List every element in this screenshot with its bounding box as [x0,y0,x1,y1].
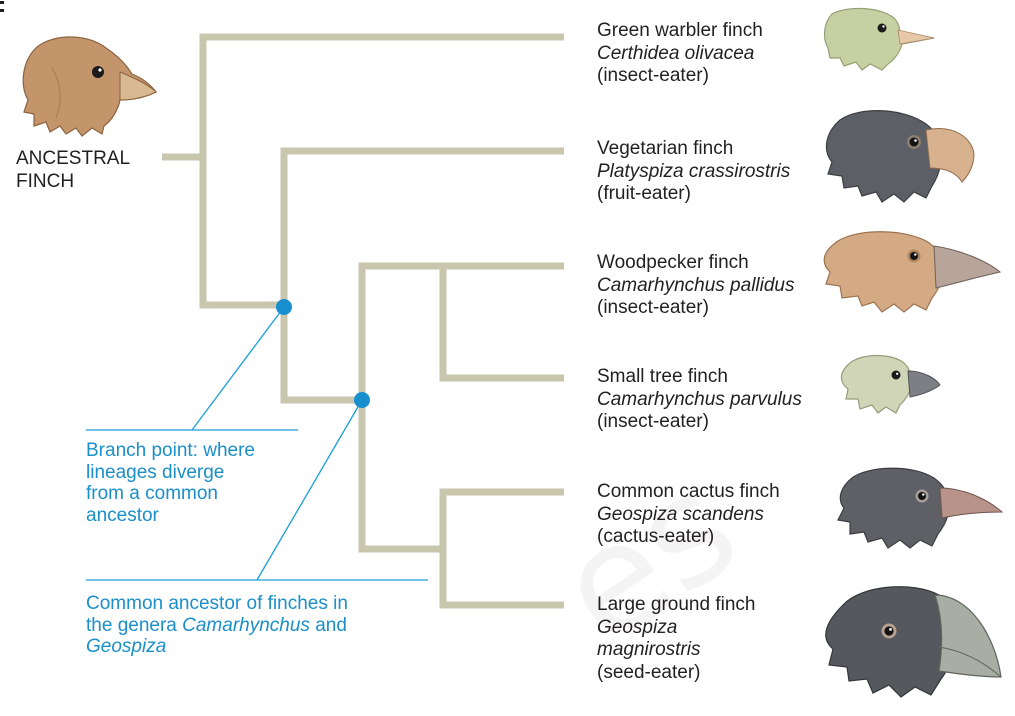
branch-point-annotation: Branch point: where lineages diverge fro… [86,440,255,526]
scientific-name: Camarhynchus parvulus [597,389,802,412]
common-name: Vegetarian finch [597,138,790,161]
clade-camarhynchus [443,266,564,378]
taxon-label-vegetarian: Vegetarian finch Platyspiza crassirostri… [597,138,790,206]
clade-b [362,266,443,549]
scientific-name: Geospiza scandens [597,504,780,527]
large-ground-finch-icon [826,587,1001,697]
scientific-name: Camarhynchus pallidus [597,275,795,298]
diet: (insect-eater) [597,65,763,88]
scientific-name-species: magnirostris [597,639,755,662]
scientific-name-genus: Geospiza [597,617,755,640]
common-cactus-finch-icon [838,468,1002,548]
woodpecker-finch-icon [824,232,1000,312]
taxon-label-woodpecker: Woodpecker finch Camarhynchus pallidus (… [597,252,795,320]
common-name: Small tree finch [597,366,802,389]
diet: (insect-eater) [597,297,795,320]
branch-point-node [276,299,292,315]
taxon-label-large-ground: Large ground finch Geospiza magnirostris… [597,594,755,684]
taxon-label-common-cactus: Common cactus finch Geospiza scandens (c… [597,481,780,549]
common-name: Common cactus finch [597,481,780,504]
vegetarian-finch-icon [826,111,974,202]
scientific-name: Certhidea olivacea [597,43,763,66]
taxon-label-small-tree: Small tree finch Camarhynchus parvulus (… [597,366,802,434]
branch-point-leader [192,307,284,430]
ancestral-finch-label: ANCESTRAL FINCH [16,148,130,193]
common-name: Woodpecker finch [597,252,795,275]
diet: (cactus-eater) [597,526,780,549]
corner-mark [0,0,5,14]
clade-a [284,151,564,400]
common-name: Green warbler finch [597,20,763,43]
common-name: Large ground finch [597,594,755,617]
ancestral-finch-icon [23,37,156,136]
small-tree-finch-icon [841,356,940,414]
diet: (fruit-eater) [597,183,790,206]
diet: (seed-eater) [597,662,755,685]
diet: (insect-eater) [597,411,802,434]
green-warbler-finch-icon [825,8,934,70]
common-ancestor-leader [257,400,362,580]
scientific-name: Platyspiza crassirostris [597,161,790,184]
common-ancestor-node [354,392,370,408]
common-ancestor-annotation: Common ancestor of finches in the genera… [86,593,348,658]
taxon-label-green-warbler: Green warbler finch Certhidea olivacea (… [597,20,763,88]
clade-geospiza [443,492,564,605]
